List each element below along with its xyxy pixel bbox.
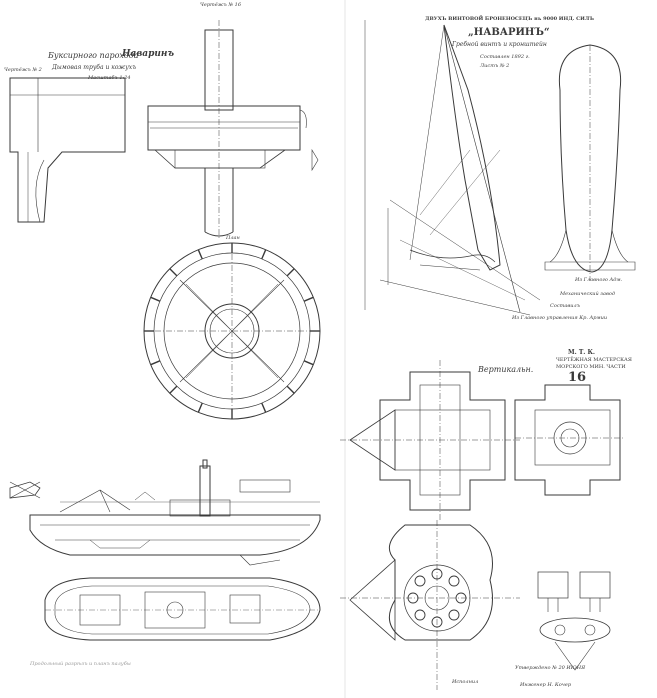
ring-tick	[150, 296, 161, 302]
flange-bolt-holes	[407, 568, 467, 628]
bracket-casting-right	[514, 384, 625, 496]
note-3: Составилъ	[550, 303, 581, 309]
ring-tick	[169, 385, 178, 394]
ring-label: План	[226, 235, 240, 241]
ring-bracket-ticks	[144, 243, 320, 419]
bracket-casting-left	[340, 360, 520, 520]
drawing-title-2: Наваринъ	[122, 49, 175, 59]
ring-tick	[261, 249, 267, 260]
ring-tick	[169, 268, 178, 277]
ship-subtitle: Гребной винтъ и кронштейн	[452, 41, 547, 48]
ring-tick	[197, 402, 203, 413]
sheet-number: 16	[568, 370, 587, 385]
propeller-bracket-view	[364, 20, 541, 316]
ring-tick	[303, 360, 314, 366]
propeller-blade-view	[544, 44, 636, 280]
bolt-hole	[407, 592, 419, 604]
ring-tick	[286, 385, 295, 394]
bolt-hole	[455, 592, 467, 604]
ship-date: Составлен 1892 г.	[480, 54, 530, 60]
section-heading: Вертикальн.	[478, 365, 534, 374]
bolt-hole	[431, 568, 443, 580]
bolt-hole	[448, 575, 460, 587]
drawing-subtitle: Дымовая труба и кожухъ	[52, 64, 137, 71]
note-2: Механический завод	[560, 291, 616, 297]
flange-plan-view	[340, 520, 520, 690]
top-sheet-label: Чертёжъ № 16	[200, 2, 242, 8]
signature-2: Инженер Н. Кочер	[520, 682, 572, 688]
ring-tick	[261, 402, 267, 413]
signature-1: Исполнил	[452, 679, 479, 685]
left-note: Чертёжъ № 2	[4, 67, 42, 73]
stamp-note: Утверждено № 20 ИЮНЯ	[515, 665, 586, 671]
bolt-hole	[448, 609, 460, 621]
note-4: Из Главного управления Кр. Армии	[512, 315, 608, 321]
drawing-title-1: Буксирного парохода	[48, 51, 139, 60]
bolt-hole	[431, 616, 443, 628]
sheet-no: Листъ № 2	[480, 63, 510, 69]
mtk-sub1: ЧЕРТЁЖНАЯ МАСТЕРСКАЯ	[556, 357, 632, 363]
ship-name: „НАВАРИНЪ“	[468, 27, 550, 38]
bolt-detail	[537, 571, 611, 671]
bolt-hole	[414, 609, 426, 621]
funnel-section-view	[147, 20, 319, 240]
bottom-caption: Продольный разрѣзъ и планъ палубы	[30, 661, 131, 667]
ship-header: ДВУХЪ ВИНТОВОЙ БРОНЕНОСЕЦЪ въ 9000 ИНД. …	[425, 16, 595, 22]
tugboat-profile	[9, 459, 321, 566]
ring-tick	[303, 296, 314, 302]
ring-tick	[286, 268, 295, 277]
ring-tick	[197, 249, 203, 260]
scale-note: Масштабъ 1:24	[88, 75, 131, 81]
tugboat-deck-plan	[44, 577, 321, 641]
mtk-title: М. Т. К.	[568, 349, 596, 356]
ring-tick	[150, 360, 161, 366]
bolt-hole	[414, 575, 426, 587]
note-1: Из Главного Адм.	[575, 277, 623, 283]
mtk-sub2: МОРСКОГО МИН. ЧАСТИ	[556, 364, 626, 370]
funnel-side-view-left	[9, 77, 126, 223]
